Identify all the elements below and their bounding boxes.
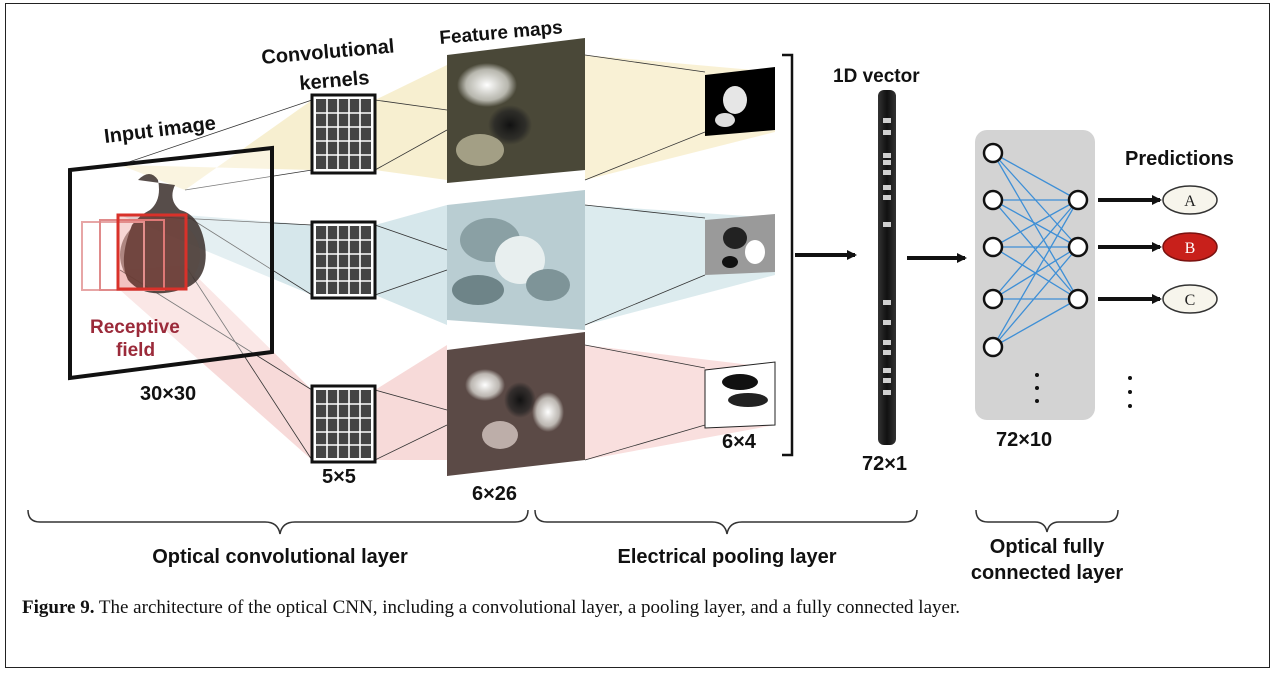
projection-lines xyxy=(119,54,706,461)
fc-connections xyxy=(992,152,1079,348)
section-electrical-pool: Electrical pooling layer xyxy=(618,546,837,568)
section-optical-conv: Optical convolutional layer xyxy=(152,546,408,568)
prediction-a: A xyxy=(1162,185,1218,215)
feature-map-dimension: 6×26 xyxy=(472,483,517,505)
figure-caption-label: Figure 9. xyxy=(22,597,95,618)
input-image-label: Input image xyxy=(103,112,217,148)
prediction-b: B xyxy=(1162,232,1218,262)
brace-optical-conv xyxy=(27,509,529,535)
kernels-label-line1: Convolutional xyxy=(261,35,396,69)
predictions-ellipsis xyxy=(1128,376,1132,408)
fc-layer xyxy=(975,130,1095,420)
kernel-dimension: 5×5 xyxy=(322,466,356,488)
brace-electrical-pool xyxy=(534,509,918,535)
vector-dimension: 72×1 xyxy=(862,453,907,475)
section-braces xyxy=(27,509,1119,535)
kernel-3 xyxy=(310,384,377,464)
input-dimension: 30×30 xyxy=(140,383,196,405)
vector-label: 1D vector xyxy=(833,66,920,87)
figure-frame xyxy=(5,3,1270,668)
feature-map-3 xyxy=(447,332,585,476)
pooled-dimension: 6×4 xyxy=(722,431,757,453)
kernel-1 xyxy=(310,93,377,175)
figure-caption: Figure 9. The architecture of the optica… xyxy=(22,597,1252,619)
input-image: Receptive field xyxy=(68,145,274,381)
receptive-field-box xyxy=(116,213,188,291)
prediction-arrows xyxy=(1098,195,1162,304)
section-optical-fc-line2: connected layer xyxy=(971,562,1124,584)
kernels-label-line2: kernels xyxy=(299,67,371,95)
yellow-band-input xyxy=(120,100,312,190)
prediction-b-label: B xyxy=(1185,240,1196,257)
pooled-map-1 xyxy=(705,67,775,136)
predictions-label: Predictions xyxy=(1125,148,1234,170)
pooled-bracket xyxy=(782,53,794,457)
prediction-c: C xyxy=(1162,284,1218,314)
kernel-2 xyxy=(310,220,377,300)
figure-caption-text: The architecture of the optical CNN, inc… xyxy=(94,597,960,618)
fc-dimension: 72×10 xyxy=(996,429,1052,451)
brace-optical-fc xyxy=(975,509,1119,533)
prediction-c-label: C xyxy=(1185,292,1196,309)
receptive-field-label-line1: Receptive xyxy=(90,317,180,338)
fc-input-nodes xyxy=(982,142,1004,358)
pooled-map-2 xyxy=(705,214,775,275)
feature-map-1 xyxy=(447,38,585,183)
prediction-a-label: A xyxy=(1184,193,1196,210)
fc-ellipsis xyxy=(1035,373,1039,403)
feature-map-2 xyxy=(447,190,585,330)
pooled-map-3 xyxy=(704,361,776,429)
section-optical-fc-line1: Optical fully xyxy=(990,536,1105,558)
receptive-field-label-line2: field xyxy=(116,340,155,361)
vector-1d xyxy=(878,90,896,445)
fc-output-nodes xyxy=(1067,189,1089,310)
pink-band-input xyxy=(120,265,312,460)
cnn-architecture-diagram: Receptive field Input image 30×30 xyxy=(27,17,1234,584)
